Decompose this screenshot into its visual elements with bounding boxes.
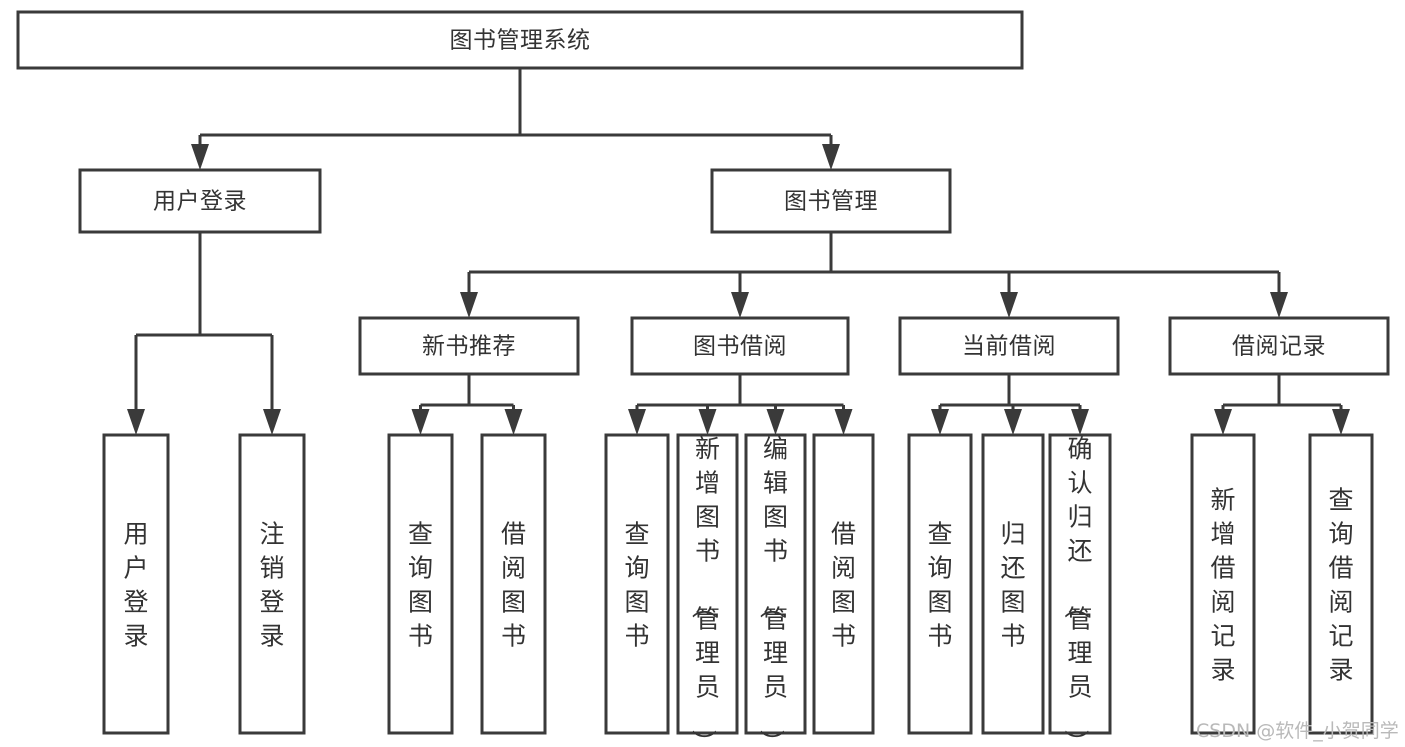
node-label: 确认归还（管理员） — [1061, 435, 1092, 747]
arrow-head — [460, 292, 478, 318]
node-label: 查询图书 — [624, 520, 649, 651]
node-box — [387, 433, 454, 735]
diagram-node-bookmgmt[interactable]: 图书管理 — [710, 168, 952, 234]
diagram-node-leaf1[interactable]: 用户登录 — [102, 433, 170, 735]
arrow-head — [1004, 409, 1022, 435]
diagram-node-leaf8[interactable]: 借阅图书 — [812, 433, 875, 735]
diagram-node-leaf10[interactable]: 归还图书 — [981, 433, 1045, 735]
node-box — [102, 433, 170, 735]
diagram-node-borrow[interactable]: 图书借阅 — [630, 316, 850, 376]
node-box — [480, 433, 547, 735]
diagram-node-current[interactable]: 当前借阅 — [898, 316, 1120, 376]
arrow-head — [628, 409, 646, 435]
diagram-node-leaf4[interactable]: 借阅图书 — [480, 433, 547, 735]
arrow-head — [263, 409, 281, 435]
node-label: 查询图书 — [927, 520, 952, 651]
node-label: 借阅图书 — [831, 520, 856, 651]
arrow-head — [504, 409, 523, 435]
diagram-node-leaf7[interactable]: 编辑图书（管理员） — [744, 433, 807, 747]
node-label: 图书借阅 — [693, 334, 787, 360]
node-label: 新增图书（管理员） — [689, 435, 720, 747]
diagram-node-newbook[interactable]: 新书推荐 — [358, 316, 580, 376]
node-box — [981, 433, 1045, 735]
diagram-node-records[interactable]: 借阅记录 — [1168, 316, 1390, 376]
node-box — [744, 433, 807, 735]
node-box — [1168, 316, 1390, 376]
node-box — [630, 316, 850, 376]
arrow-head — [834, 409, 853, 435]
node-label: 注销登录 — [259, 520, 284, 651]
arrow-head — [1332, 409, 1350, 435]
node-label: 新书推荐 — [422, 334, 516, 360]
arrow-head — [822, 144, 840, 170]
arrow-head — [1071, 409, 1089, 435]
node-label: 归还图书 — [1000, 520, 1025, 651]
node-label: 当前借阅 — [962, 334, 1056, 360]
diagram-node-leaf3[interactable]: 查询图书 — [387, 433, 454, 735]
diagram-node-root[interactable]: 图书管理系统 — [16, 10, 1024, 70]
arrow-head — [191, 144, 209, 170]
arrow-head — [931, 409, 949, 435]
node-label: 借阅图书 — [501, 520, 526, 651]
node-box — [898, 316, 1120, 376]
node-box — [16, 10, 1024, 70]
diagram-node-login[interactable]: 用户登录 — [78, 168, 322, 234]
connectors-layer — [127, 68, 1350, 435]
node-box — [1048, 433, 1112, 735]
node-box — [710, 168, 952, 234]
diagram-node-leaf6[interactable]: 新增图书（管理员） — [676, 433, 739, 747]
node-box — [1308, 433, 1374, 735]
diagram-node-leaf9[interactable]: 查询图书 — [907, 433, 973, 735]
node-box — [78, 168, 322, 234]
node-box — [907, 433, 973, 735]
node-label: 查询图书 — [408, 520, 433, 651]
diagram-node-leaf12[interactable]: 新增借阅记录 — [1190, 433, 1256, 735]
arrow-head — [698, 409, 717, 435]
diagram-node-leaf2[interactable]: 注销登录 — [238, 433, 306, 735]
arrow-head — [1270, 292, 1288, 318]
arrow-head — [731, 292, 749, 318]
diagram-node-leaf11[interactable]: 确认归还（管理员） — [1048, 433, 1112, 747]
arrow-head — [766, 409, 785, 435]
node-box — [1190, 433, 1256, 735]
node-box — [604, 433, 670, 735]
watermark-label: CSDN @软件_小贺同学 — [1196, 720, 1399, 742]
node-label: 用户登录 — [153, 189, 247, 215]
arrow-head — [1000, 292, 1018, 318]
arrow-head — [1214, 409, 1232, 435]
node-label: 借阅记录 — [1232, 334, 1326, 360]
node-box — [676, 433, 739, 735]
node-box — [812, 433, 875, 735]
arrow-head — [127, 409, 145, 435]
node-label: 图书管理系统 — [450, 28, 591, 54]
node-label: 编辑图书（管理员） — [757, 435, 788, 747]
node-box — [358, 316, 580, 376]
diagram-node-leaf5[interactable]: 查询图书 — [604, 433, 670, 735]
node-box — [238, 433, 306, 735]
node-label: 新增借阅记录 — [1210, 486, 1235, 685]
node-label: 图书管理 — [784, 189, 878, 215]
node-label: 查询借阅记录 — [1328, 486, 1353, 685]
node-label: 用户登录 — [123, 520, 148, 651]
node-boxes-layer: 图书管理系统用户登录图书管理新书推荐图书借阅当前借阅借阅记录用户登录注销登录查询… — [16, 10, 1390, 747]
arrow-head — [411, 409, 430, 435]
diagram-node-leaf13[interactable]: 查询借阅记录 — [1308, 433, 1374, 735]
